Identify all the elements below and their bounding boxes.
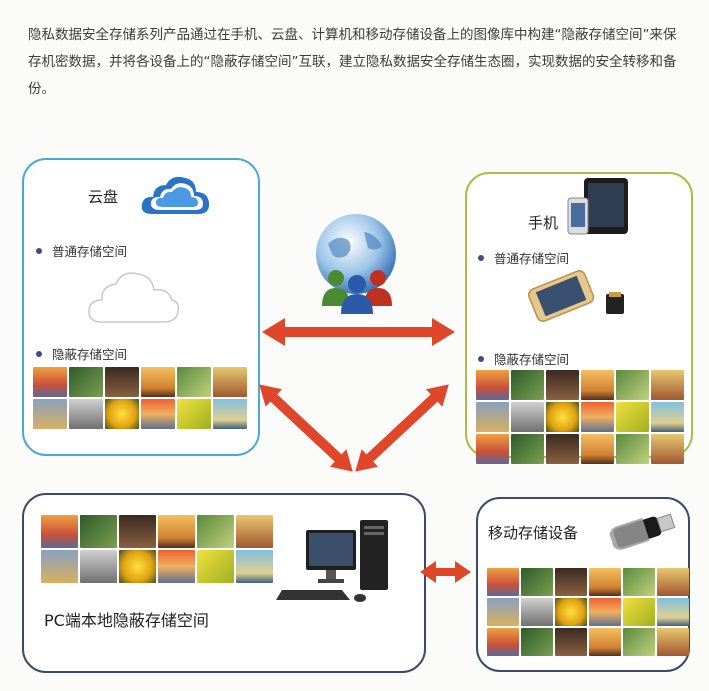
photo-thumbnail: [487, 598, 519, 626]
arrow-phone-pc: [355, 384, 449, 472]
bullet-dot: [478, 355, 484, 362]
pc-image-library: [41, 515, 273, 583]
intro-paragraph: 隐私数据安全存储系列产品通过在手机、云盘、计算机和移动存储设备上的图像库中构建“…: [28, 27, 677, 97]
photo-thumbnail: [80, 515, 117, 548]
photo-thumbnail: [581, 434, 614, 464]
usb-image-library: [487, 568, 689, 656]
photo-thumbnail: [41, 515, 78, 548]
photo-thumbnail: [236, 515, 273, 548]
photo-thumbnail: [555, 568, 587, 596]
photo-thumbnail: [33, 367, 67, 397]
photo-thumbnail: [623, 628, 655, 656]
photo-thumbnail: [158, 515, 195, 548]
photo-thumbnail: [177, 367, 211, 397]
cloud-image-library: [33, 367, 247, 429]
photo-thumbnail: [521, 568, 553, 596]
photo-thumbnail: [213, 399, 247, 429]
photo-thumbnail: [657, 598, 689, 626]
arrow-cloud-pc: [259, 384, 353, 472]
photo-thumbnail: [651, 402, 684, 432]
photo-thumbnail: [476, 370, 509, 400]
cloud-service-icon: [141, 176, 210, 214]
photo-thumbnail: [213, 367, 247, 397]
photo-thumbnail: [651, 370, 684, 400]
photo-thumbnail: [616, 434, 649, 464]
photo-thumbnail: [487, 568, 519, 596]
photo-thumbnail: [657, 628, 689, 656]
globe-users-icon: [316, 214, 396, 314]
cloud-normal-storage-label: 普通存储空间: [52, 244, 128, 259]
photo-thumbnail: [589, 568, 621, 596]
photo-thumbnail: [80, 550, 117, 583]
photo-thumbnail: [616, 402, 649, 432]
photo-thumbnail: [69, 399, 103, 429]
photo-thumbnail: [33, 399, 67, 429]
photo-thumbnail: [623, 568, 655, 596]
photo-thumbnail: [476, 402, 509, 432]
photo-thumbnail: [581, 402, 614, 432]
usb-drive-icon: [609, 513, 676, 550]
cloud-title: 云盘: [88, 188, 119, 206]
photo-thumbnail: [511, 434, 544, 464]
photo-thumbnail: [511, 402, 544, 432]
arrow-icon: [259, 318, 471, 583]
white-cloud-icon: [88, 272, 180, 323]
photo-thumbnail: [119, 515, 156, 548]
photo-thumbnail: [476, 434, 509, 464]
photo-thumbnail: [589, 628, 621, 656]
bullet-dot: [478, 254, 484, 261]
usb-title: 移动存储设备: [488, 524, 579, 542]
photo-thumbnail: [521, 598, 553, 626]
photo-thumbnail: [197, 515, 234, 548]
desktop-pc-icon: [276, 520, 388, 602]
photo-thumbnail: [158, 550, 195, 583]
photo-thumbnail: [119, 550, 156, 583]
photo-thumbnail: [546, 370, 579, 400]
pc-title: PC端本地隐蔽存储空间: [44, 611, 209, 630]
photo-thumbnail: [105, 367, 139, 397]
arrow-pc-usb: [420, 561, 471, 583]
photo-thumbnail: [197, 550, 234, 583]
photo-thumbnail: [141, 367, 175, 397]
photo-thumbnail: [487, 628, 519, 656]
photo-thumbnail: [623, 598, 655, 626]
smartphone-icon: [527, 270, 624, 322]
bullet-dot: [36, 247, 42, 254]
phone-title: 手机: [528, 214, 559, 232]
cloud-hidden-storage-label: 隐蔽存储空间: [52, 347, 128, 362]
photo-thumbnail: [141, 399, 175, 429]
photo-thumbnail: [177, 399, 211, 429]
photo-thumbnail: [546, 434, 579, 464]
arrow-cloud-phone: [262, 318, 455, 346]
photo-thumbnail: [657, 568, 689, 596]
photo-thumbnail: [589, 598, 621, 626]
bullet-dot: [36, 350, 42, 357]
photo-thumbnail: [105, 399, 139, 429]
photo-thumbnail: [69, 367, 103, 397]
phone-hidden-storage-label: 隐蔽存储空间: [494, 352, 570, 367]
photo-thumbnail: [546, 402, 579, 432]
photo-thumbnail: [41, 550, 78, 583]
photo-thumbnail: [651, 434, 684, 464]
photo-thumbnail: [581, 370, 614, 400]
photo-thumbnail: [236, 550, 273, 583]
phone-tablet-icon: [567, 178, 628, 235]
photo-thumbnail: [616, 370, 649, 400]
photo-thumbnail: [521, 628, 553, 656]
phone-normal-storage-label: 普通存储空间: [494, 251, 570, 266]
photo-thumbnail: [555, 598, 587, 626]
phone-image-library: [476, 370, 684, 464]
photo-thumbnail: [511, 370, 544, 400]
photo-thumbnail: [555, 628, 587, 656]
